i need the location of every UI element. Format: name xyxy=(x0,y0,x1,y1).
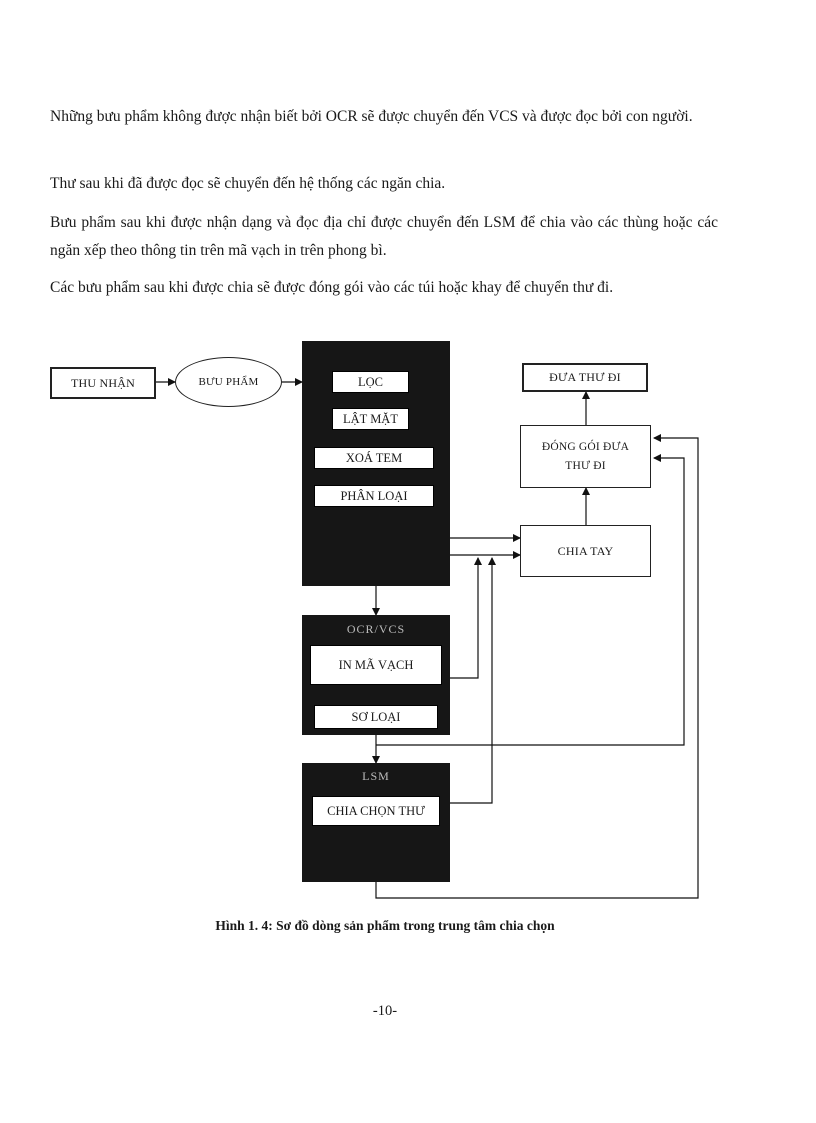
step-xoa-tem: XOÁ TEM xyxy=(314,447,434,469)
dong-goi-box: ĐÓNG GÓI ĐƯA THƯ ĐI xyxy=(520,425,651,488)
step-chia-chon-thu-label: CHIA CHỌN THƯ xyxy=(327,803,425,818)
step-so-loai: SƠ LOẠI xyxy=(314,705,438,729)
step-xoa-tem-label: XOÁ TEM xyxy=(345,450,403,465)
step-lat-mat-label: LẬT MẶT xyxy=(343,411,398,426)
chia-tay-box: CHIA TAY xyxy=(520,525,651,577)
dua-thu-di-box: ĐƯA THƯ ĐI xyxy=(522,363,648,392)
step-so-loai-label: SƠ LOẠI xyxy=(351,709,401,724)
thu-nhan-box: THU NHẬN xyxy=(50,367,156,399)
paragraph-2: Thư sau khi đã được đọc sẽ chuyển đến hệ… xyxy=(50,175,446,192)
dong-goi-label: ĐÓNG GÓI ĐƯA THƯ ĐI xyxy=(541,440,630,472)
buu-pham-label: BƯU PHẨM xyxy=(198,376,259,388)
ocr-vcs-title: OCR/VCS xyxy=(346,622,406,636)
step-lat-mat: LẬT MẶT xyxy=(332,408,409,430)
paragraph-3: Bưu phẩm sau khi được nhận dạng và đọc đ… xyxy=(50,214,718,259)
lsm-block: LSM CHIA CHỌN THƯ xyxy=(302,763,450,882)
processing-block: LỌC LẬT MẶT XOÁ TEM PHÂN LOẠI xyxy=(302,341,450,586)
step-in-ma-vach: IN MÃ VẠCH xyxy=(310,645,442,685)
step-loc: LỌC xyxy=(332,371,409,393)
paragraph-4: Các bưu phẩm sau khi được chia sẽ được đ… xyxy=(50,279,614,296)
step-phan-loai-label: PHÂN LOẠI xyxy=(340,488,408,503)
lsm-title: LSM xyxy=(362,769,390,783)
step-in-ma-vach-label: IN MÃ VẠCH xyxy=(338,657,414,672)
figure-caption: Hình 1. 4: Sơ đồ dòng sản phẩm trong tru… xyxy=(215,918,555,933)
page-number: -10- xyxy=(372,1003,398,1019)
buu-pham-ellipse: BƯU PHẨM xyxy=(175,357,282,407)
chia-tay-label: CHIA TAY xyxy=(557,543,614,558)
dua-thu-di-label: ĐƯA THƯ ĐI xyxy=(549,370,621,384)
thu-nhan-label: THU NHẬN xyxy=(71,375,135,390)
step-chia-chon-thu: CHIA CHỌN THƯ xyxy=(312,796,440,826)
paragraph-1: Những bưu phẩm không được nhận biết bởi … xyxy=(50,108,693,125)
step-loc-label: LỌC xyxy=(358,374,383,389)
step-phan-loai: PHÂN LOẠI xyxy=(314,485,434,507)
ocr-vcs-block: OCR/VCS IN MÃ VẠCH SƠ LOẠI xyxy=(302,615,450,735)
